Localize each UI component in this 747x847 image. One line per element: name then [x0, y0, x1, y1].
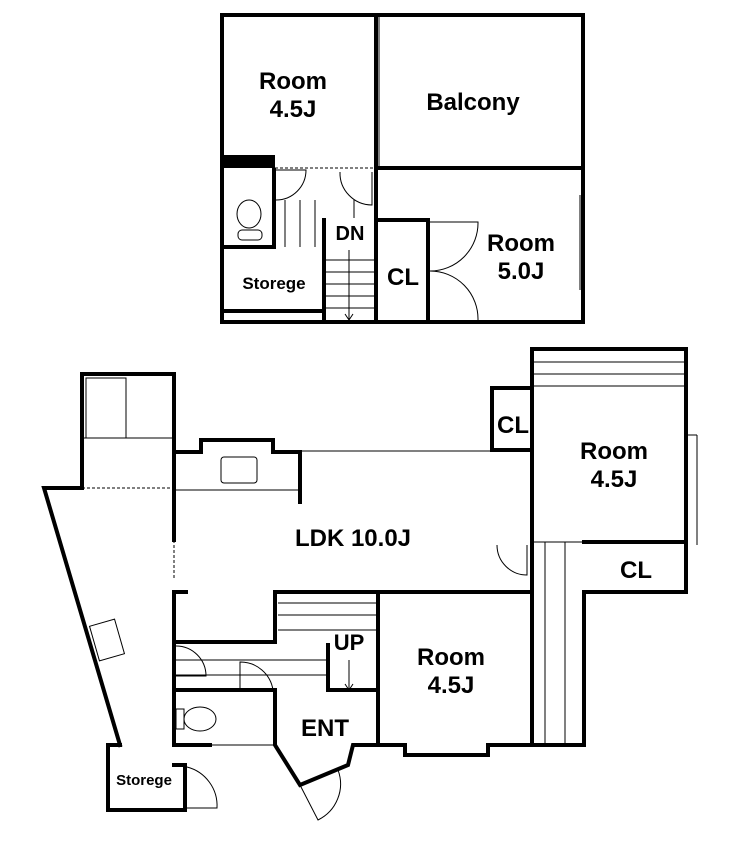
toilet-icon — [175, 706, 217, 732]
storage-label: Storege — [242, 274, 305, 293]
stairs-down — [284, 200, 376, 324]
room-label: Room — [487, 230, 555, 257]
closet-label: CL — [497, 412, 529, 439]
stairs-label: DN — [336, 223, 365, 245]
door-swing — [175, 645, 207, 677]
room-size: 5.0J — [498, 258, 545, 285]
room-label: Room — [259, 68, 327, 95]
door-swing — [239, 661, 274, 691]
entrance-label: ENT — [301, 715, 349, 742]
closet-door-swing — [429, 221, 479, 321]
door-swing — [339, 171, 373, 206]
room-size: 4.5J — [428, 672, 475, 699]
toilet-icon — [236, 199, 263, 241]
stairs-up — [174, 590, 380, 692]
door-swing — [496, 544, 528, 576]
wall-block — [222, 155, 275, 168]
room-size: 4.5J — [591, 466, 638, 493]
door-swing — [186, 766, 218, 809]
sink-icon — [88, 618, 126, 662]
storage-label: Storege — [116, 772, 172, 789]
room-size: 4.5J — [270, 96, 317, 123]
room-label: Room — [417, 644, 485, 671]
kitchen-sink-icon — [220, 456, 258, 484]
bathtub-icon — [85, 377, 127, 439]
ldk-label: LDK 10.0J — [295, 525, 411, 552]
entrance-door-swing — [299, 769, 342, 821]
room-label: Room — [580, 438, 648, 465]
upper-floor: Room 4.5J Balcony DN CL Room 5.0J Storeg… — [220, 13, 585, 324]
closet-label: CL — [620, 557, 652, 584]
lower-floor: LDK 10.0J CL Room 4.5J CL UP Room 4.5J E… — [41, 347, 698, 821]
stairs-label: UP — [334, 630, 365, 655]
door-swing — [275, 169, 307, 201]
closet-label: CL — [387, 264, 419, 291]
balcony-label: Balcony — [426, 89, 520, 116]
